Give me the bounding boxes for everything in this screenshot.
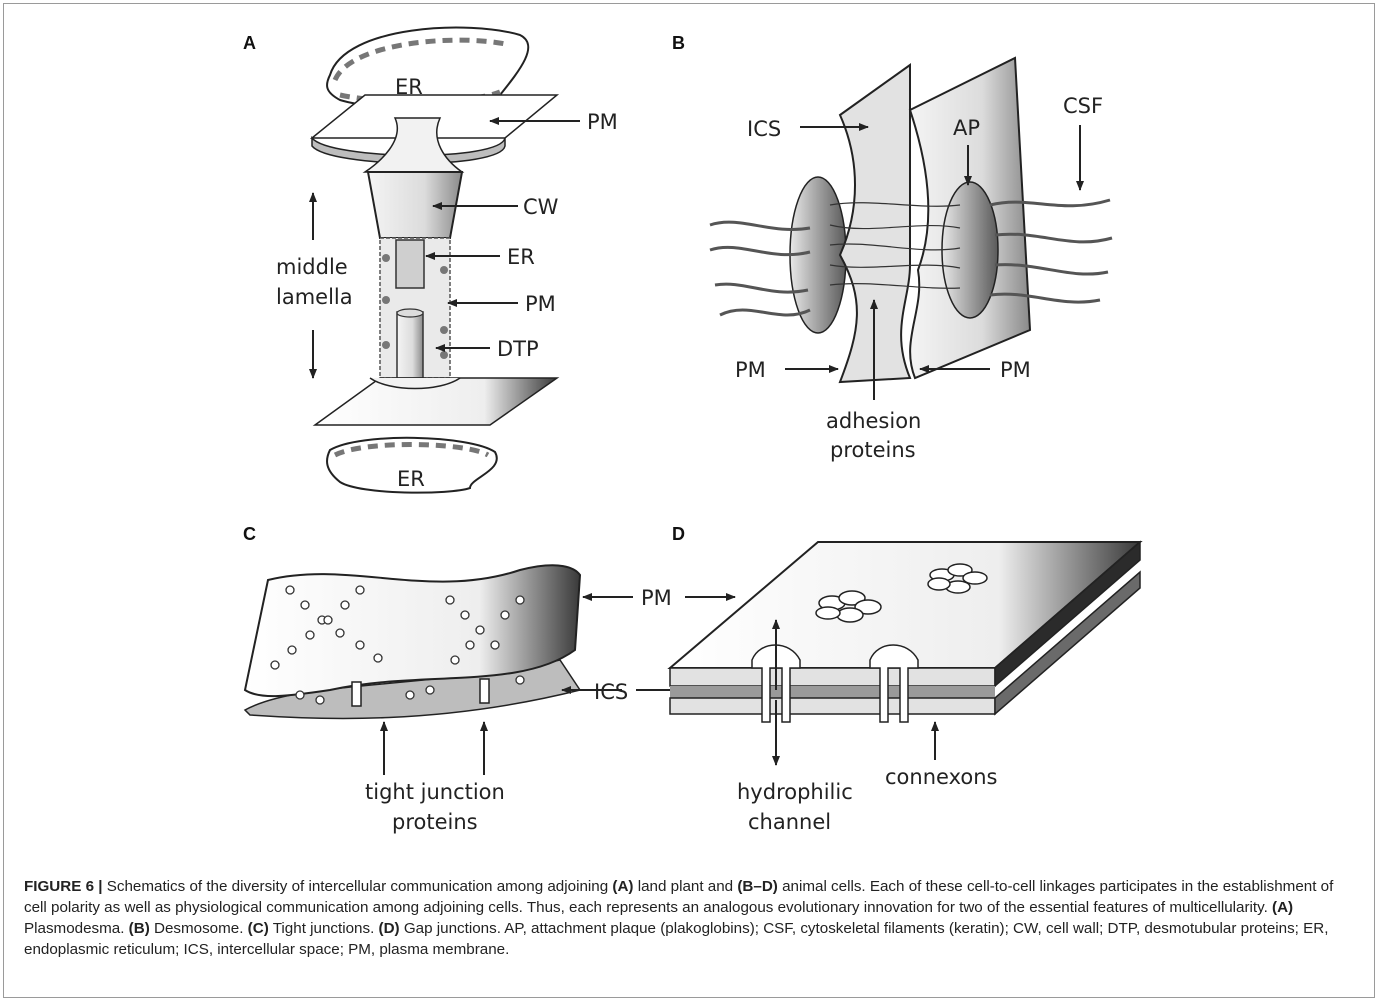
label-connexons: connexons	[885, 765, 997, 789]
label-ap: AP	[953, 116, 980, 140]
label-pm-c: PM	[641, 586, 672, 610]
label-er-mid: ER	[507, 245, 535, 269]
figure-diagram: ER PM CW ER PM DTP middle lamella ER ICS	[0, 0, 1380, 870]
caption-text-4: Plasmodesma.	[24, 920, 129, 937]
label-csf: CSF	[1063, 94, 1103, 118]
label-er-bottom: ER	[397, 467, 425, 491]
label-pm-left: PM	[735, 358, 766, 382]
caption-text-6: Tight junctions.	[269, 920, 379, 937]
label-er-top: ER	[395, 75, 423, 99]
label-pm-mid: PM	[525, 292, 556, 316]
label-proteins-b: proteins	[830, 438, 916, 462]
label-cw: CW	[523, 195, 559, 219]
caption-ref-c: (C)	[248, 920, 269, 937]
panel-a-plasmodesma: ER PM CW ER PM DTP middle lamella ER	[276, 28, 618, 493]
label-middle: middle	[276, 255, 348, 279]
caption-ref-d: (D)	[379, 920, 400, 937]
label-proteins-c: proteins	[392, 810, 478, 834]
label-channel: channel	[748, 810, 831, 834]
caption-text-2: land plant and	[633, 878, 737, 895]
label-dtp: DTP	[497, 337, 539, 361]
label-pm-right: PM	[1000, 358, 1031, 382]
caption-figure-label: FIGURE 6 |	[24, 878, 103, 895]
panel-d-gap-junctions: hydrophilic channel connexons	[670, 542, 1140, 834]
bottom-membrane-slab	[670, 698, 995, 714]
label-pm-top: PM	[587, 110, 618, 134]
panel-c-tight-junctions: PM ICS tight junction proteins	[245, 565, 735, 834]
caption-ref-a2: (A)	[1272, 899, 1293, 916]
figure-caption: FIGURE 6 | Schematics of the diversity o…	[24, 876, 1354, 960]
label-tight-junction: tight junction	[365, 780, 505, 804]
label-lamella: lamella	[276, 285, 353, 309]
label-ics-shared: ICS	[594, 680, 628, 704]
label-adhesion: adhesion	[826, 409, 921, 433]
caption-ref-a: (A)	[612, 878, 633, 895]
panel-b-desmosome: ICS AP CSF PM PM adhesion proteins	[710, 58, 1112, 462]
label-hydrophilic: hydrophilic	[737, 780, 853, 804]
attachment-plaque	[942, 182, 998, 318]
caption-ref-bd: (B–D)	[737, 878, 778, 895]
label-ics: ICS	[747, 117, 781, 141]
caption-text-1: Schematics of the diversity of intercell…	[103, 878, 613, 895]
caption-ref-b: (B)	[129, 920, 150, 937]
caption-text-5: Desmosome.	[150, 920, 248, 937]
